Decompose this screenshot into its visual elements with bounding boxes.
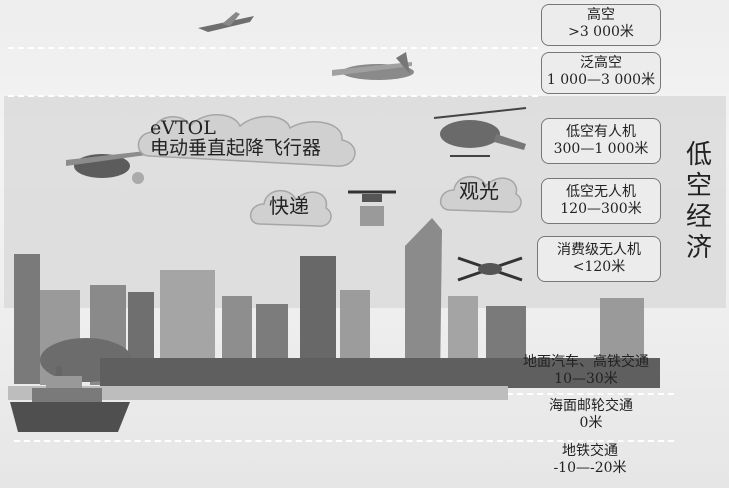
cruise-ship-icon xyxy=(10,366,130,432)
level-name: 低空有人机 xyxy=(566,124,636,140)
altitude-divider xyxy=(8,47,538,49)
ground-name: 地铁交通 xyxy=(562,443,618,459)
helicopter-icon xyxy=(433,107,527,157)
title-char: 济 xyxy=(685,233,712,263)
level-pan-high-altitude: 泛高空 1 000—3 000米 xyxy=(541,52,661,94)
propeller-plane-icon xyxy=(332,52,414,80)
delivery-cloud xyxy=(250,190,332,227)
level-unmanned-low-altitude: 低空无人机 120—300米 xyxy=(541,178,661,224)
small-jet-icon xyxy=(198,12,254,32)
consumer-drone-icon xyxy=(457,256,523,282)
level-name: 泛高空 xyxy=(580,55,622,71)
level-consumer-drone: 消费级无人机 <120米 xyxy=(537,236,661,282)
ground-road-rail-label: 地面汽车、高铁交通 10—30米 xyxy=(498,354,674,388)
ground-name: 海面邮轮交通 xyxy=(549,398,633,414)
level-range: 1 000—3 000米 xyxy=(546,72,656,88)
ground-name: 地面汽车、高铁交通 xyxy=(523,354,649,370)
evtol-cloud xyxy=(137,114,356,167)
level-range: >3 000米 xyxy=(568,24,634,40)
level-range: 300—1 000米 xyxy=(553,141,649,157)
title-char: 经 xyxy=(685,202,712,232)
sightseeing-label: 观光 xyxy=(459,179,499,203)
sightseeing-cloud xyxy=(440,176,522,213)
ground-sea-label: 海面邮轮交通 0米 xyxy=(516,398,666,432)
evtol-label: eVTOL 电动垂直起降飞行器 xyxy=(150,118,370,158)
level-name: 消费级无人机 xyxy=(557,242,641,258)
level-manned-low-altitude: 低空有人机 300—1 000米 xyxy=(541,118,661,164)
title-char: 空 xyxy=(685,171,712,201)
level-range: 120—300米 xyxy=(560,201,642,217)
evtol-aircraft-icon xyxy=(66,150,154,184)
low-altitude-economy-title: 低 空 经 济 xyxy=(670,140,728,264)
ground-range: -10—-20米 xyxy=(553,460,627,476)
delivery-label: 快递 xyxy=(269,194,309,218)
delivery-drone-icon xyxy=(348,190,396,226)
altitude-divider xyxy=(8,95,538,97)
level-range: <120米 xyxy=(572,259,626,275)
evtol-line1: eVTOL xyxy=(150,117,216,139)
level-name: 低空无人机 xyxy=(566,184,636,200)
title-char: 低 xyxy=(685,140,712,170)
evtol-line2: 电动垂直起降飞行器 xyxy=(150,137,322,159)
ground-range: 0米 xyxy=(579,415,603,431)
ground-subway-label: 地铁交通 -10—-20米 xyxy=(530,443,650,477)
city-skyline-icon xyxy=(8,218,660,400)
subway-divider xyxy=(14,440,674,442)
ground-range: 10—30米 xyxy=(554,371,618,387)
level-high-altitude: 高空 >3 000米 xyxy=(541,4,661,46)
level-name: 高空 xyxy=(587,7,615,23)
